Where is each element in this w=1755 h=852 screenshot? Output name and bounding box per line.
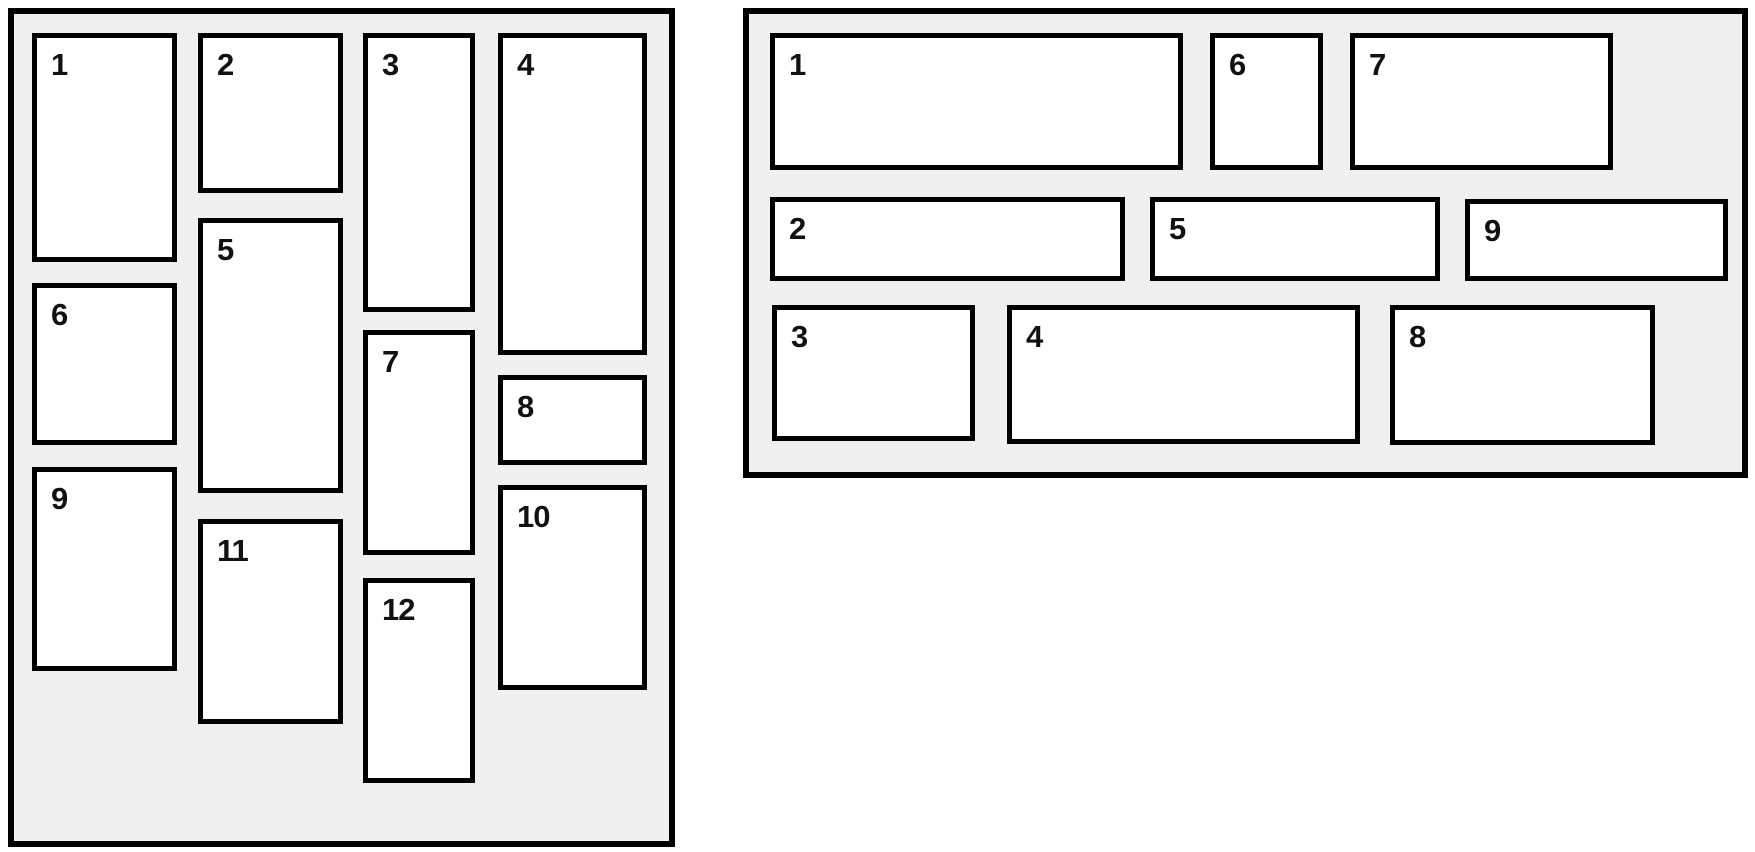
layout-card: 10 [498, 485, 647, 690]
layout-card: 8 [1390, 305, 1655, 445]
card-number: 2 [217, 47, 234, 82]
card-number: 7 [1369, 47, 1386, 82]
layout-card: 5 [1150, 197, 1440, 281]
layout-card: 11 [198, 519, 343, 724]
layout-card: 6 [32, 283, 177, 445]
card-number: 2 [789, 211, 806, 246]
card-number: 1 [51, 47, 68, 82]
card-number: 3 [791, 319, 808, 354]
card-number: 9 [51, 481, 68, 516]
layout-card: 6 [1210, 33, 1323, 170]
layout-card: 2 [198, 33, 343, 193]
card-number: 7 [382, 344, 399, 379]
layout-card: 2 [770, 197, 1125, 281]
card-number: 3 [382, 47, 399, 82]
card-number: 4 [517, 47, 534, 82]
layout-card: 8 [498, 375, 647, 465]
card-number: 9 [1484, 213, 1501, 248]
layout-card: 7 [1350, 33, 1613, 170]
card-number: 1 [789, 47, 806, 82]
card-number: 8 [517, 389, 534, 424]
layout-card: 1 [32, 33, 177, 262]
card-number: 12 [382, 592, 415, 627]
layout-card: 9 [32, 467, 177, 671]
layout-card: 9 [1465, 199, 1728, 281]
layout-card: 5 [198, 218, 343, 493]
rows-layout-panel: 1 6 7 2 5 9 3 4 8 [743, 8, 1748, 478]
card-number: 6 [1229, 47, 1246, 82]
layout-card: 12 [363, 578, 475, 783]
card-number: 11 [217, 533, 249, 568]
card-number: 6 [51, 297, 68, 332]
layout-card: 7 [363, 330, 475, 555]
layout-card: 3 [772, 305, 975, 441]
layout-card: 3 [363, 33, 475, 312]
card-number: 4 [1026, 319, 1043, 354]
layout-card: 4 [498, 33, 647, 355]
card-number: 5 [1169, 211, 1186, 246]
layout-card: 4 [1007, 305, 1360, 444]
card-number: 10 [517, 499, 550, 534]
card-number: 8 [1409, 319, 1426, 354]
layout-card: 1 [770, 33, 1183, 170]
card-number: 5 [217, 232, 234, 267]
masonry-columns-panel: 1 2 3 4 5 6 7 8 9 10 11 12 [8, 8, 675, 847]
